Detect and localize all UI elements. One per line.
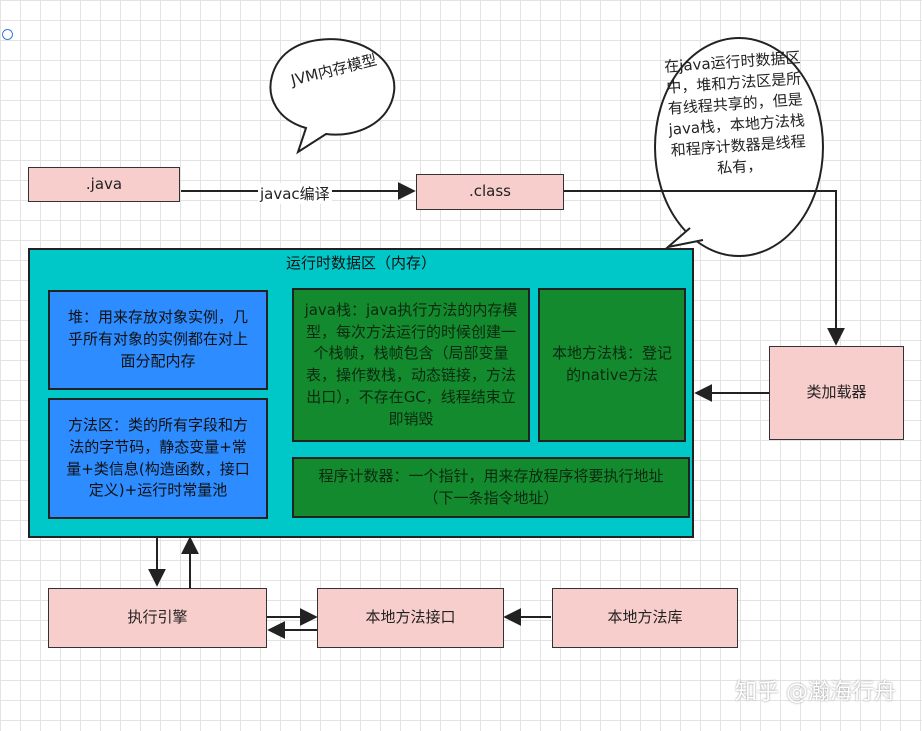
class-file-node: .class — [416, 174, 564, 210]
note-bubble-tail — [664, 227, 704, 249]
class-to-loader-arrow — [564, 190, 845, 346]
compile-label: javac编译 — [258, 183, 332, 204]
execution-engine-label: 执行引擎 — [127, 608, 188, 627]
native-interface-label: 本地方法接口 — [365, 608, 456, 627]
execution-engine-node: 执行引擎 — [48, 588, 267, 648]
java-stack-text: java栈：java执行方法的内存模型，每次方法运行的时候创建一个栈帧，栈帧包含… — [304, 300, 518, 428]
class-loader-label: 类加载器 — [806, 383, 867, 402]
runtime-data-area-title: 运行时数据区（内存） — [285, 254, 436, 272]
java-file-node: .java — [28, 167, 180, 202]
native-library-node: 本地方法库 — [552, 588, 738, 648]
native-stack-text: 本地方法栈：登记的native方法 — [551, 344, 672, 384]
zhihu-watermark: 知乎 @瀚海行舟 — [735, 680, 896, 705]
method-area-node: 方法区：类的所有字段和方法的字节码，静态变量+常量+类信息(构造函数，接口定义)… — [48, 398, 268, 519]
method-area-text: 方法区：类的所有字段和方法的字节码，静态变量+常量+类信息(构造函数，接口定义)… — [66, 416, 250, 500]
class-loader-node: 类加载器 — [769, 346, 904, 440]
note-bubble-text: 在java运行时数据区中，堆和方法区是所有线程共享的，但是java栈，本地方法栈… — [663, 48, 807, 178]
jvm-bubble-shape — [269, 38, 396, 155]
heap-text: 堆：用来存放对象实例，几乎所有对象的实例都在对上面分配内存 — [67, 308, 248, 370]
heap-node: 堆：用来存放对象实例，几乎所有对象的实例都在对上面分配内存 — [48, 290, 268, 390]
native-library-label: 本地方法库 — [607, 608, 683, 627]
program-counter-text: 程序计数器：一个指针，用来存放程序将要执行地址（下一条指令地址） — [318, 466, 664, 507]
native-stack-node: 本地方法栈：登记的native方法 — [538, 288, 686, 442]
program-counter-node: 程序计数器：一个指针，用来存放程序将要执行地址（下一条指令地址） — [292, 457, 690, 518]
java-stack-node: java栈：java执行方法的内存模型，每次方法运行的时候创建一个栈帧，栈帧包含… — [292, 288, 530, 442]
java-file-label: .java — [85, 174, 123, 193]
native-interface-node: 本地方法接口 — [317, 588, 504, 648]
origin-handle — [2, 29, 13, 40]
note-bubble-shape — [654, 37, 824, 257]
class-file-label: .class — [468, 182, 511, 201]
